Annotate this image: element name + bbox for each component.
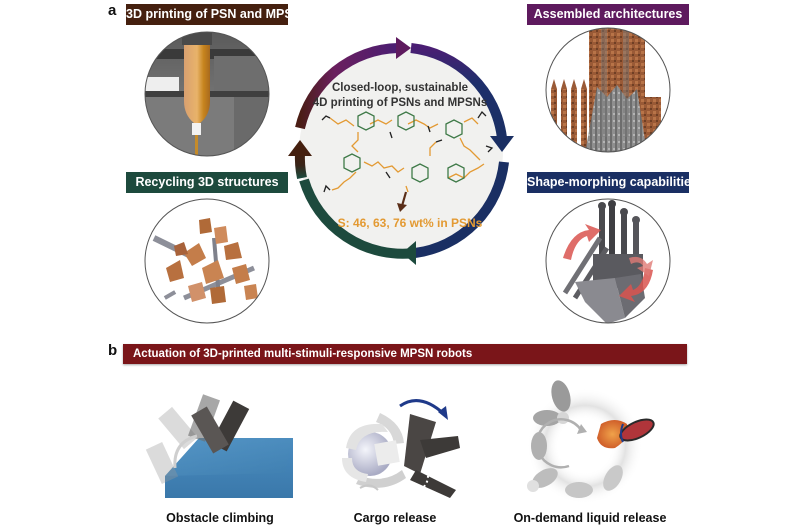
cycle-arrow-bottom xyxy=(299,178,416,265)
cycle-arrow-left xyxy=(288,140,312,180)
panel-b-header: Actuation of 3D-printed multi-stimuli-re… xyxy=(123,344,687,364)
cycle-arrow-top xyxy=(295,37,507,139)
panel-b-letter: b xyxy=(108,342,118,359)
center-title-line-1: Closed-loop, sustainable xyxy=(331,82,469,94)
label-assembled-architectures: Assembled architectures xyxy=(527,4,689,25)
panel-a-letter: a xyxy=(108,2,117,19)
caption-obstacle-climbing: Obstacle climbing xyxy=(166,511,274,525)
image-assembled-architecture xyxy=(545,27,671,153)
caption-liquid-release: On-demand liquid release xyxy=(513,511,667,525)
robot-obstacle-climbing-illustration xyxy=(145,378,295,503)
closed-loop-cycle-diagram xyxy=(278,28,524,274)
cycle-arrow-right xyxy=(414,136,514,258)
label-shape-morphing: Shape-morphing capabilities xyxy=(527,172,698,193)
image-3d-printer-nozzle xyxy=(144,31,270,157)
label-3d-printing: 3D printing of PSN and MPSN xyxy=(126,4,302,25)
image-shape-morphing-structure xyxy=(545,198,671,324)
label-recycling: Recycling 3D structures xyxy=(126,172,288,193)
sulfur-content-label: S: 46, 63, 76 wt% in PSNs xyxy=(337,216,483,230)
center-title-line-2: 4D printing of PSNs and MPSNs xyxy=(312,97,488,109)
robot-liquid-release-illustration xyxy=(515,378,665,503)
polymer-network-structure xyxy=(321,110,494,212)
caption-cargo-release: Cargo release xyxy=(353,511,437,525)
robot-cargo-release-illustration xyxy=(320,378,470,503)
image-recycled-fragments xyxy=(144,198,270,324)
